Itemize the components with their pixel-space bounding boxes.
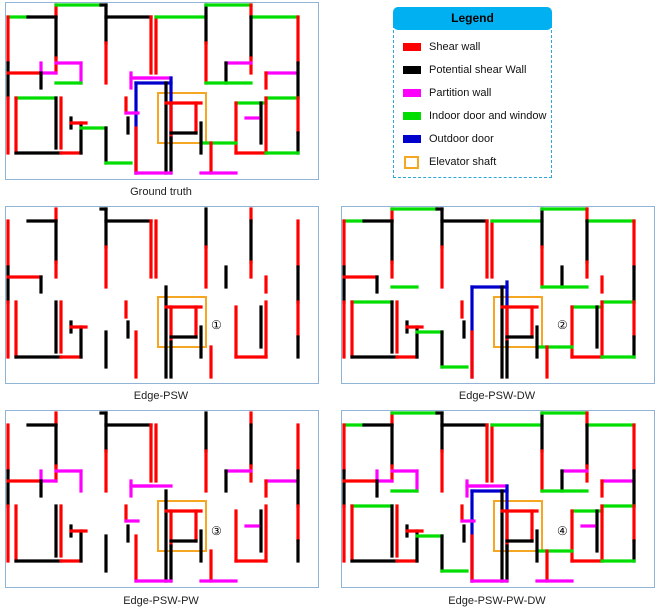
legend-item-partition-wall: Partition wall [403, 86, 491, 100]
elevator-shaft-outline [157, 92, 207, 144]
legend-label: Potential shear Wall [429, 64, 527, 76]
legend-label: Elevator shaft [429, 156, 497, 168]
floorplan-edge-psw-pw-dw [342, 411, 636, 583]
legend-label: Outdoor door [429, 133, 494, 145]
elevator-shaft-outline [493, 296, 543, 348]
marker-2: ② [557, 318, 568, 332]
legend-item-elevator-shaft: Elevator shaft [403, 155, 496, 169]
legend-item-potential-shear-wall: Potential shear Wall [403, 63, 526, 77]
panel-edge-psw: ① [5, 206, 319, 384]
floorplan-ground-truth [6, 3, 300, 175]
legend-swatch-partition-wall [403, 89, 421, 97]
legend-label: Shear wall [429, 41, 481, 53]
legend-swatch-indoor-door-window [403, 112, 421, 120]
caption-ground-truth: Ground truth [130, 186, 192, 198]
legend-item-outdoor-door: Outdoor door [403, 132, 494, 146]
caption-edge-psw-pw: Edge-PSW-PW [123, 595, 199, 607]
elevator-shaft-outline [157, 296, 207, 348]
floorplan-edge-psw-pw [6, 411, 300, 583]
legend-label: Partition wall [429, 87, 492, 99]
floorplan-edge-psw-dw [342, 207, 636, 379]
caption-edge-psw-pw-dw: Edge-PSW-PW-DW [448, 595, 546, 607]
floorplan-edge-psw [6, 207, 300, 379]
panel-edge-psw-dw: ② [341, 206, 655, 384]
legend-swatch-shear-wall [403, 43, 421, 51]
elevator-shaft-outline [157, 500, 207, 552]
caption-edge-psw: Edge-PSW [133, 390, 189, 402]
elevator-shaft-outline [493, 500, 543, 552]
legend-title: Legend [393, 7, 552, 30]
panel-edge-psw-pw-dw: ④ [341, 410, 655, 588]
panel-edge-psw-pw: ③ [5, 410, 319, 588]
legend-swatch-elevator-shaft [404, 155, 419, 169]
caption-edge-psw-dw: Edge-PSW-DW [458, 390, 536, 402]
legend-item-indoor-door-window: Indoor door and window [403, 109, 546, 123]
marker-4: ④ [557, 524, 568, 538]
legend-swatch-potential-shear-wall [403, 66, 421, 74]
marker-1: ① [211, 318, 222, 332]
legend-swatch-outdoor-door [403, 135, 421, 143]
panel-ground-truth [5, 2, 319, 180]
legend-label: Indoor door and window [429, 110, 547, 122]
marker-3: ③ [211, 524, 222, 538]
legend-item-shear-wall: Shear wall [403, 40, 480, 54]
